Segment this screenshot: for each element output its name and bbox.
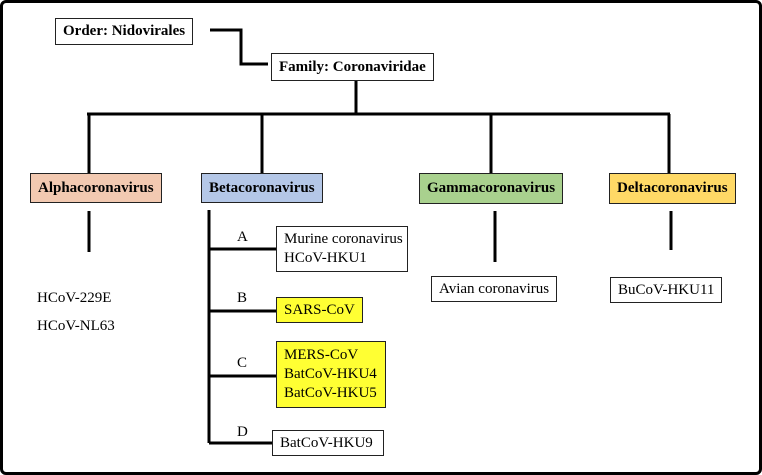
lineage-member: MERS-CoV bbox=[284, 347, 359, 363]
lineage-member: SARS-CoV bbox=[284, 302, 355, 318]
lineage-member: BatCoV-HKU9 bbox=[280, 435, 373, 451]
lineage-label-c: C bbox=[237, 355, 248, 371]
lineage-label-d: D bbox=[237, 424, 248, 440]
lineage-member: Murine coronavirus bbox=[284, 231, 403, 247]
alpha-member: HCoV-229E bbox=[37, 290, 112, 306]
lineage-member: BatCoV-HKU4 bbox=[284, 366, 377, 382]
lineage-label-a: A bbox=[237, 229, 248, 245]
lineage-label-b: B bbox=[237, 290, 248, 306]
genus-gamma: Gammacoronavirus bbox=[419, 173, 564, 204]
lineage-member: BatCoV-HKU5 bbox=[284, 385, 377, 401]
genus-alpha: Alphacoronavirus bbox=[30, 173, 162, 203]
order-box: Order: Nidovirales bbox=[55, 18, 194, 45]
lineage-b-box: SARS-CoV bbox=[276, 297, 363, 323]
alpha-member: HCoV-NL63 bbox=[37, 318, 115, 334]
lineage-member: HCoV-HKU1 bbox=[284, 250, 367, 266]
lineage-d-box: BatCoV-HKU9 bbox=[272, 430, 384, 456]
lineage-a-box: Murine coronavirus HCoV-HKU1 bbox=[276, 226, 408, 272]
genus-beta: Betacoronavirus bbox=[201, 173, 323, 203]
delta-member-box: BuCoV-HKU11 bbox=[610, 277, 723, 303]
genus-delta: Deltacoronavirus bbox=[609, 173, 736, 204]
order-family-connector bbox=[210, 28, 268, 66]
gamma-member-box: Avian coronavirus bbox=[431, 276, 558, 302]
family-box: Family: Coronaviridae bbox=[271, 53, 434, 81]
lineage-c-box: MERS-CoV BatCoV-HKU4 BatCoV-HKU5 bbox=[276, 341, 386, 408]
